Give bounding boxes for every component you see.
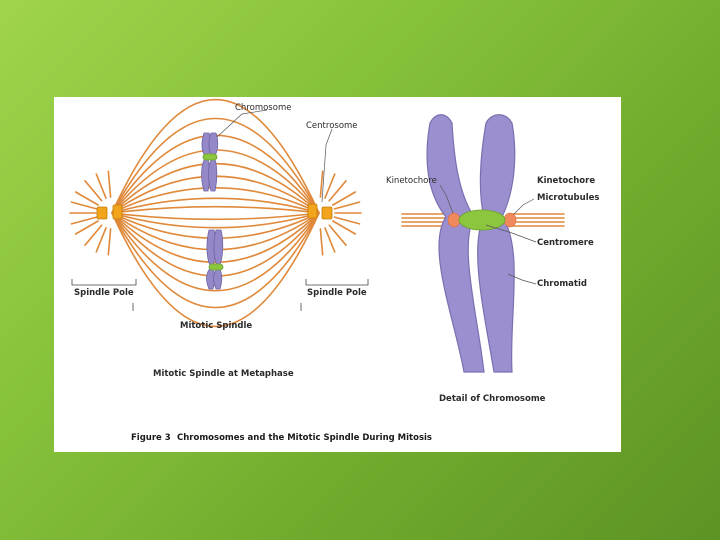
mitosis-diagram: Chromosome Centrosome Spindle Pole Spind… [69, 99, 599, 443]
centrosome-right [307, 203, 333, 220]
centromere-leader [485, 224, 537, 243]
spindle-fiber [111, 212, 320, 292]
label-mitotic-spindle: Mitotic Spindle [180, 321, 252, 331]
spindle-fiber [111, 212, 320, 229]
label-kinetochore-microtubules: Microtubules [537, 193, 599, 203]
chromosome-top [201, 132, 219, 192]
label-centrosome: Centrosome [306, 121, 358, 131]
centrosome-leader [321, 128, 333, 203]
chromosome-detail [426, 114, 517, 373]
astral-rays [69, 170, 362, 256]
astral-ray [74, 191, 99, 206]
astral-ray [319, 228, 324, 256]
astral-ray [84, 224, 103, 246]
astral-ray [74, 220, 99, 235]
caption-number: Figure 3 [131, 433, 171, 443]
astral-ray [333, 216, 361, 225]
astral-ray [328, 180, 347, 202]
astral-ray [107, 170, 112, 198]
mitotic-spindle-bracket [132, 303, 302, 311]
astral-ray [107, 228, 112, 256]
label-kinetochore-left: Kinetochore [386, 176, 437, 186]
label-spindle-pole-left: Spindle Pole [74, 288, 134, 298]
chromosome-bottom [206, 229, 224, 290]
label-chromosome: Chromosome [235, 103, 291, 113]
subtitle-chromosome-detail: Detail of Chromosome [439, 394, 546, 404]
astral-ray [70, 201, 98, 210]
kinetochore-left-leader [439, 184, 454, 214]
astral-ray [319, 170, 324, 198]
astral-ray [328, 224, 347, 246]
chromatid-leader [507, 273, 537, 285]
label-chromatid: Chromatid [537, 279, 587, 289]
astral-ray [70, 216, 98, 225]
spindle-fiber [111, 205, 320, 214]
subtitle-metaphase: Mitotic Spindle at Metaphase [153, 369, 294, 379]
spindle-fiber [111, 212, 320, 309]
centromere-shape [458, 209, 506, 231]
caption-text: Chromosomes and the Mitotic Spindle Duri… [177, 433, 432, 443]
astral-ray [324, 227, 336, 253]
kinetochore-right-shape [503, 212, 517, 228]
spindle-fiber [111, 197, 320, 214]
spindle-pole-bracket-right [305, 279, 369, 286]
astral-ray [332, 220, 357, 235]
spindle-fiber [111, 212, 320, 221]
label-centromere: Centromere [537, 238, 594, 248]
chromosome-leader [216, 109, 268, 138]
astral-ray [332, 191, 357, 206]
kinetochore-right-leader [513, 198, 535, 215]
spindle-fiber [111, 212, 320, 327]
spindle-pole-bracket-left [71, 279, 137, 286]
spindle-fiber [111, 99, 320, 214]
microtubule-bundle-right [509, 213, 565, 227]
astral-ray [84, 180, 103, 202]
astral-ray [324, 173, 336, 199]
astral-ray [95, 227, 107, 253]
label-spindle-pole-right: Spindle Pole [307, 288, 367, 298]
astral-ray [95, 173, 107, 199]
figure-panel: Chromosome Centrosome Spindle Pole Spind… [54, 97, 621, 452]
astral-ray [333, 201, 361, 210]
spindle-fiber [111, 117, 320, 214]
label-kinetochore-right: Kinetochore [537, 176, 595, 186]
centrosome-left [96, 204, 123, 220]
kinetochore-left-shape [447, 212, 461, 228]
